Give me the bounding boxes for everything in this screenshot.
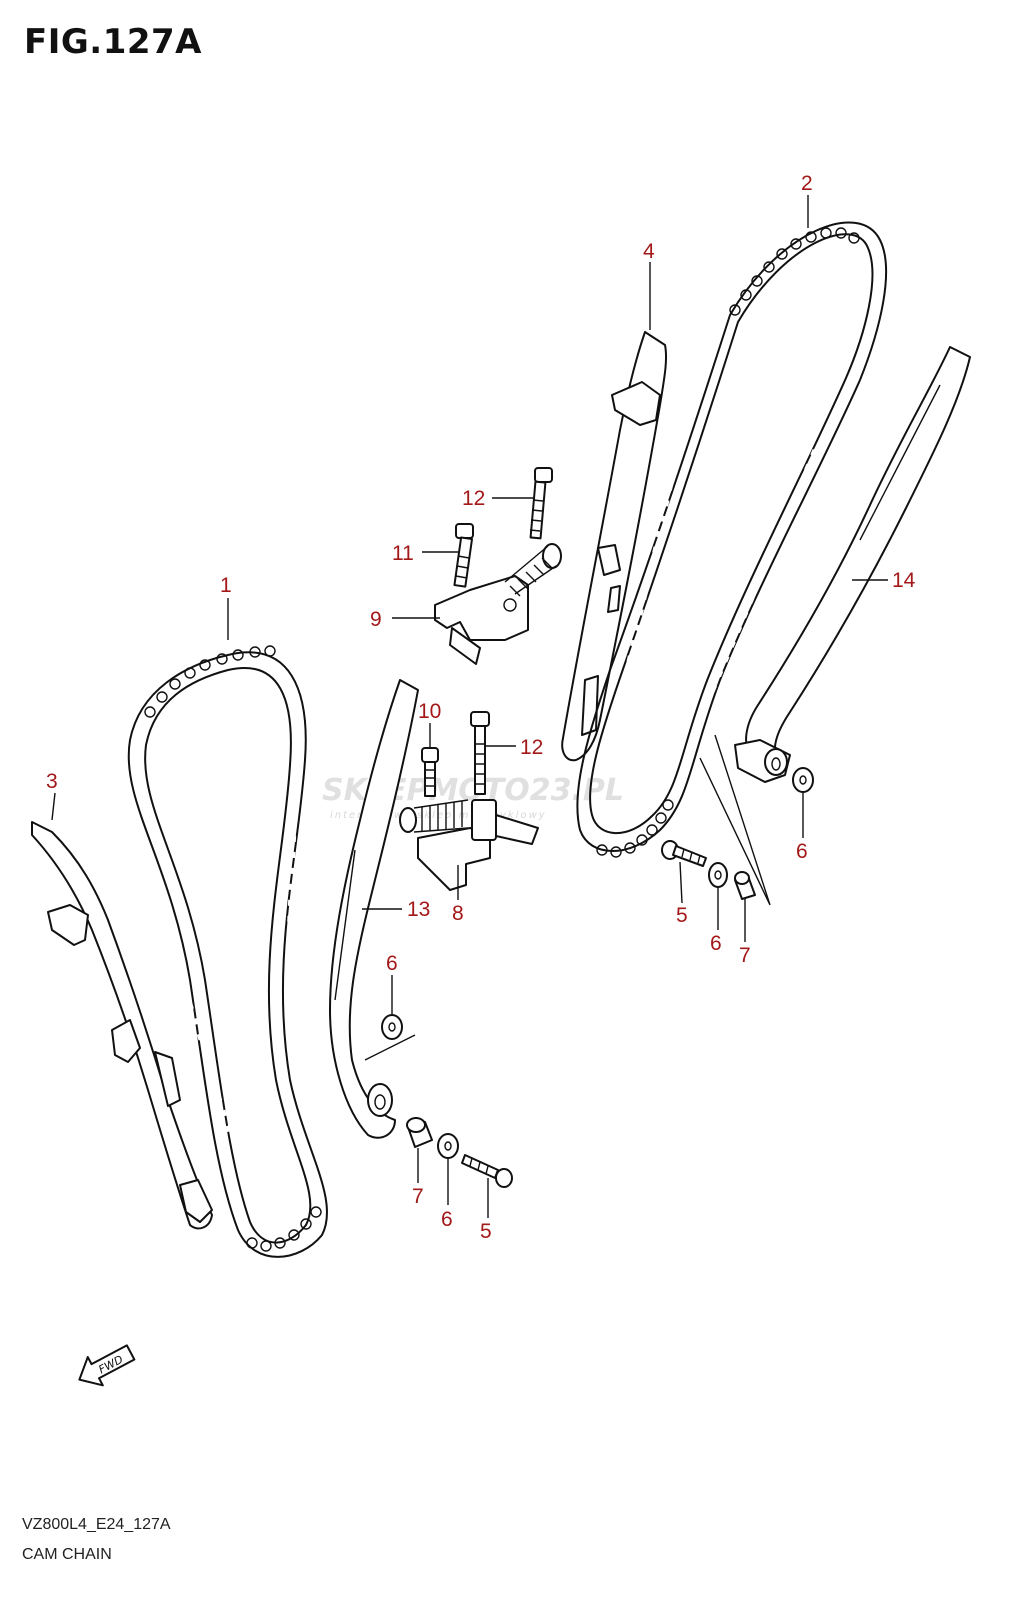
bolt-10 xyxy=(421,747,439,797)
chain-links-top-front xyxy=(144,645,276,718)
chain-guide-front xyxy=(31,821,213,1230)
callout-6-front-upper: 6 xyxy=(386,952,398,975)
fwd-arrow-icon: FWD xyxy=(78,1344,136,1387)
callout-1: 1 xyxy=(220,574,232,597)
bolt-12-front xyxy=(470,711,490,795)
tensioner-adjuster-front xyxy=(399,799,539,891)
callout-11: 11 xyxy=(392,542,414,565)
washer-6-rear-upper xyxy=(792,767,814,793)
bolt-5-rear xyxy=(661,840,707,867)
leader-lines xyxy=(51,195,888,1218)
callout-12-rear: 12 xyxy=(462,487,485,510)
bolt-5-front xyxy=(461,1154,513,1188)
assembly-guide-line-front xyxy=(364,1034,416,1061)
callout-6-rear-upper: 6 xyxy=(796,840,808,863)
callout-5-front: 5 xyxy=(480,1220,492,1243)
chain-links-bottom-front xyxy=(246,1206,322,1252)
model-code: VZ800L4_E24_127A xyxy=(22,1516,171,1533)
assembly-guide-line-rear xyxy=(699,734,771,906)
bolt-11 xyxy=(453,523,474,588)
collar-7-rear xyxy=(734,871,756,900)
washer-6-rear-lower xyxy=(708,862,728,888)
chain-links-top-rear xyxy=(729,227,860,316)
tensioner-blade-front xyxy=(329,679,419,1139)
callout-2: 2 xyxy=(801,172,813,195)
tensioner-spring-rear xyxy=(504,543,562,597)
callout-7-front: 7 xyxy=(412,1185,424,1208)
figure-name: CAM CHAIN xyxy=(22,1546,112,1563)
cam-chain-rear xyxy=(576,221,888,858)
chain-links-bottom-rear xyxy=(596,799,674,858)
callout-6-rear-lower: 6 xyxy=(710,932,722,955)
callout-13: 13 xyxy=(407,898,430,921)
tensioner-spring-front xyxy=(399,799,469,833)
callout-4: 4 xyxy=(643,240,655,263)
callout-9: 9 xyxy=(370,608,382,631)
collar-7-front xyxy=(406,1117,433,1148)
callout-7-rear: 7 xyxy=(739,944,751,967)
cam-chain-front xyxy=(127,645,328,1258)
callout-3: 3 xyxy=(46,770,58,793)
callout-14: 14 xyxy=(892,569,916,592)
bolt-12-rear xyxy=(529,467,553,540)
washer-6-front-lower xyxy=(437,1133,459,1159)
callouts: 1 2 3 4 5 5 6 6 6 6 7 7 8 9 10 11 12 12 … xyxy=(46,172,916,1243)
tensioner-adjuster-rear xyxy=(434,543,562,665)
tensioner-blade-rear xyxy=(734,346,971,783)
callout-5-rear: 5 xyxy=(676,904,688,927)
callout-6-front-lower: 6 xyxy=(441,1208,453,1231)
figure-title: FIG.127A xyxy=(24,22,202,62)
callout-12-front: 12 xyxy=(520,736,543,759)
callout-10: 10 xyxy=(418,700,441,723)
washer-6-front-upper xyxy=(381,1014,403,1040)
callout-8: 8 xyxy=(452,902,464,925)
